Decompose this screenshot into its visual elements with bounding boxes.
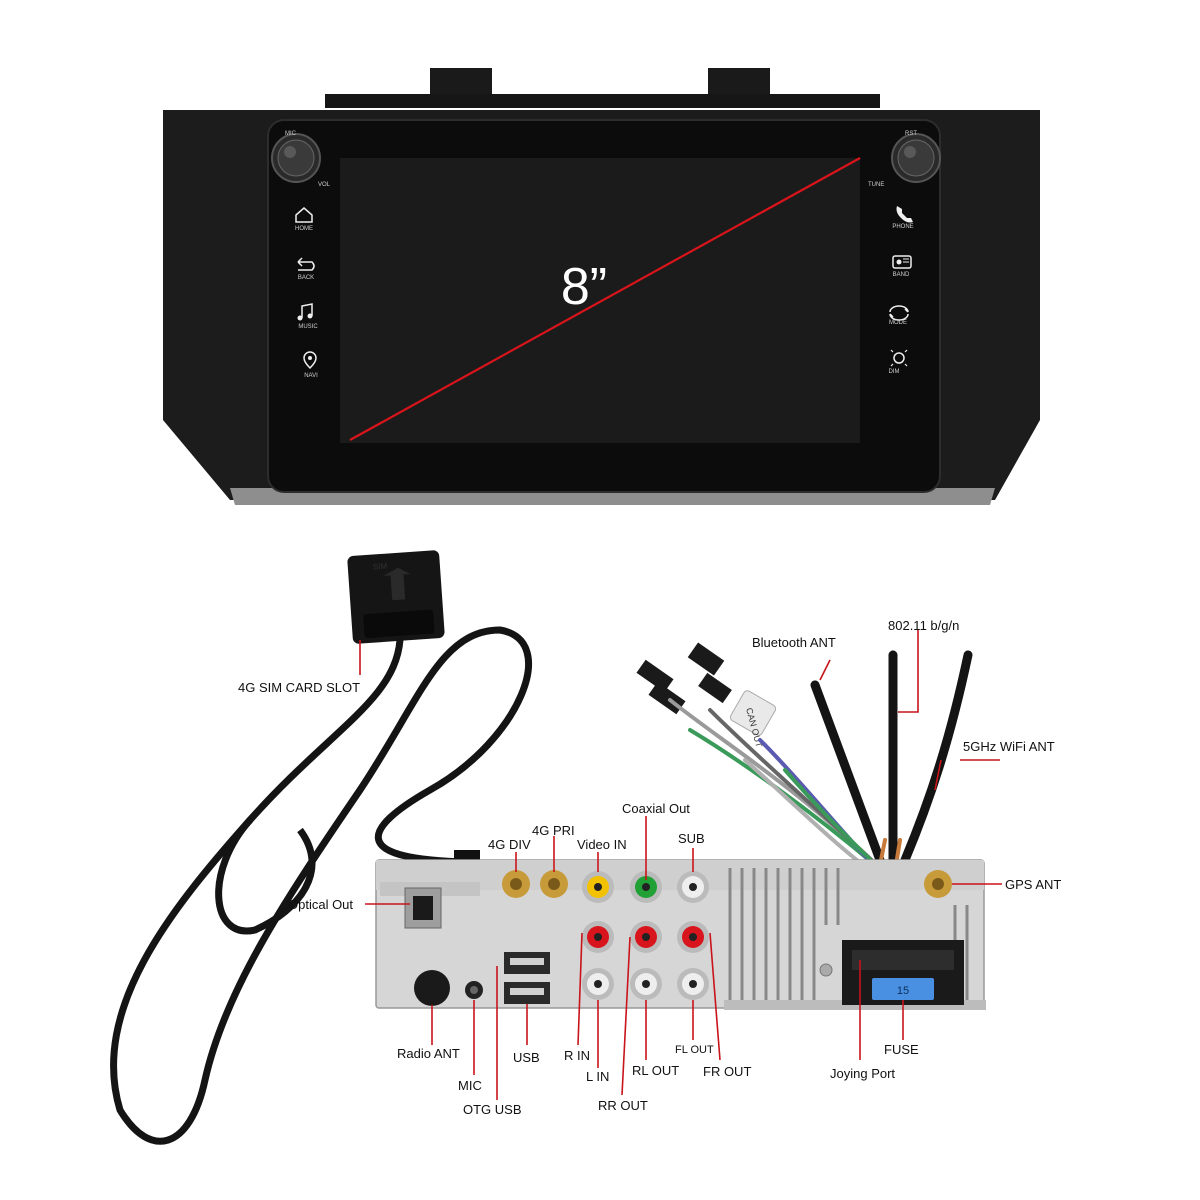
knob-label-vol: VOL [318, 182, 331, 188]
left-button-label-home: HOME [295, 226, 313, 232]
label-radio-ant: Radio ANT [397, 1046, 460, 1061]
4g-pri-connector[interactable] [540, 870, 568, 898]
screen-diagonal [349, 157, 861, 441]
sim-cable [110, 626, 532, 1145]
music-icon[interactable] [297, 303, 313, 321]
label-4g-div: 4G DIV [488, 837, 531, 852]
left-button-label-back: BACK [298, 275, 314, 281]
small-connectors: CAN OUT [636, 642, 777, 749]
right-button-label-dim: DIM [889, 369, 900, 375]
head-unit-illustration: MIC VOL RST TUNE HOME BACK MUSIC NAVI PH… [163, 68, 1040, 505]
coaxial-out-rca[interactable] [630, 871, 662, 903]
screen-size-label: 8” [561, 258, 607, 316]
label-fuse: FUSE [884, 1042, 919, 1057]
label-fl-out: FL OUT [675, 1044, 714, 1056]
label-4g-sim-card-slot: 4G SIM CARD SLOT [238, 680, 360, 695]
wiring-diagram: SIM CAN OUT [110, 550, 1061, 1145]
label-otg-usb: OTG USB [463, 1102, 522, 1117]
top-rail [325, 94, 880, 108]
mode-icon[interactable] [889, 305, 909, 321]
label-sub: SUB [678, 831, 705, 846]
mounting-screw [819, 963, 833, 977]
dim-icon[interactable] [890, 349, 908, 367]
gps-ant-connector[interactable] [924, 870, 952, 898]
sim-card-module: SIM [347, 550, 445, 644]
sim-tray-label: SIM [373, 562, 388, 572]
video-in-rca[interactable] [582, 871, 614, 903]
label-usb: USB [513, 1050, 540, 1065]
knob-label-rst: RST [905, 131, 917, 137]
rl-out-rca[interactable] [630, 968, 662, 1000]
label-l-in: L IN [586, 1069, 609, 1084]
label-bluetooth-ant: Bluetooth ANT [752, 635, 836, 650]
knob-label-mic: MIC [285, 131, 297, 137]
radio-icon[interactable] [892, 255, 912, 269]
leader-lines [359, 630, 1002, 1100]
4g-div-connector[interactable] [502, 870, 530, 898]
rr-out-rca[interactable] [630, 921, 662, 953]
label-video-in: Video IN [577, 837, 627, 852]
label-optical-out: Optical Out [288, 897, 353, 912]
fl-out-rca[interactable] [677, 968, 709, 1000]
volume-knob[interactable] [271, 133, 321, 183]
fr-out-rca[interactable] [677, 921, 709, 953]
label-coaxial-out: Coaxial Out [622, 801, 690, 816]
label-r-in: R IN [564, 1048, 590, 1063]
l-in-rca[interactable] [582, 968, 614, 1000]
joying-port[interactable]: 15 [842, 940, 964, 1005]
knob-label-tune: TUNE [868, 182, 884, 188]
optical-out-port[interactable] [404, 887, 442, 929]
right-button-label-band: BAND [893, 272, 910, 278]
sub-rca[interactable] [677, 871, 709, 903]
left-button-label-navi: NAVI [304, 373, 318, 379]
mic-jack[interactable] [465, 981, 483, 999]
label-fr-out: FR OUT [703, 1064, 751, 1079]
radio-ant-port[interactable] [414, 970, 450, 1006]
r-in-rca[interactable] [582, 921, 614, 953]
right-button-label-mode: MODE [889, 320, 907, 326]
label-mic: MIC [458, 1078, 482, 1093]
home-icon[interactable] [295, 207, 313, 223]
label-802-11-bgn: 802.11 b/g/n [888, 618, 959, 633]
tune-knob[interactable] [891, 133, 941, 183]
label-gps-ant: GPS ANT [1005, 877, 1061, 892]
label-4g-pri: 4G PRI [532, 823, 575, 838]
left-button-label-music: MUSIC [298, 324, 318, 330]
navigation-pin-icon[interactable] [303, 351, 317, 370]
label-joying-port: Joying Port [830, 1066, 895, 1081]
sim-cable-loop [215, 817, 316, 935]
fuse-value: 15 [897, 985, 909, 997]
back-icon[interactable] [297, 257, 315, 271]
label-rr-out: RR OUT [598, 1098, 648, 1113]
usb-ports[interactable] [504, 952, 550, 1004]
right-button-label-phone: PHONE [892, 224, 913, 230]
label-rl-out: RL OUT [632, 1063, 679, 1078]
label-5ghz-wifi-ant: 5GHz WiFi ANT [963, 739, 1055, 754]
phone-icon[interactable] [896, 206, 914, 223]
